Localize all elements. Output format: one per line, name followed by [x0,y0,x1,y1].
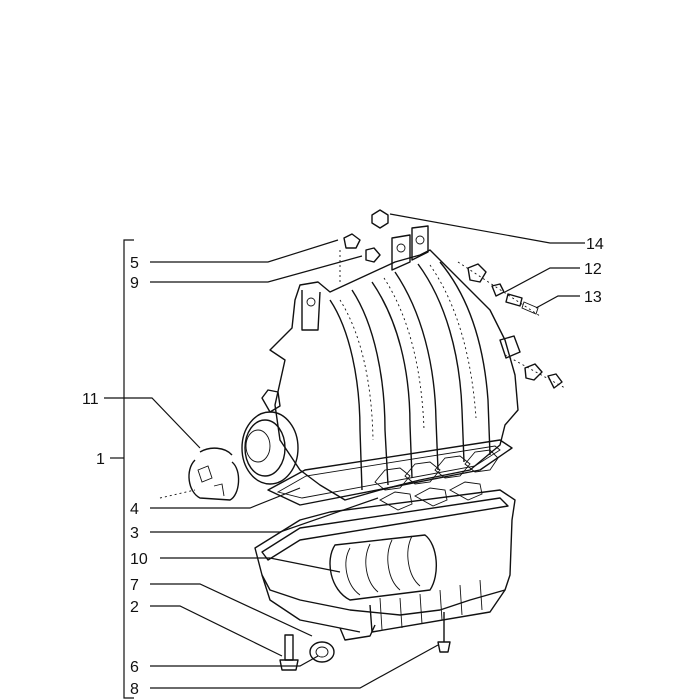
callout-labels: 1 2 3 4 5 6 7 8 9 10 11 12 13 14 [82,236,604,698]
callout-4: 4 [130,501,139,518]
callout-7: 7 [130,577,139,594]
callout-5: 5 [130,255,139,272]
intake-plenum-lower [254,489,516,641]
callout-12: 12 [584,261,602,278]
callout-2: 2 [130,599,139,616]
fasteners [279,209,566,671]
assembly-bracket [123,239,134,699]
callout-13: 13 [584,289,602,306]
callout-10: 10 [130,551,148,568]
callout-8: 8 [130,681,139,698]
callout-6: 6 [130,659,139,676]
intake-manifold-upper [241,225,521,501]
callout-1: 1 [96,451,105,468]
leader-lines [104,213,585,689]
callout-14: 14 [586,236,604,253]
callout-9: 9 [130,275,139,292]
hose-clamp [159,447,240,501]
gasket-plate [267,439,513,511]
callout-11: 11 [82,391,99,408]
callout-3: 3 [130,525,139,542]
